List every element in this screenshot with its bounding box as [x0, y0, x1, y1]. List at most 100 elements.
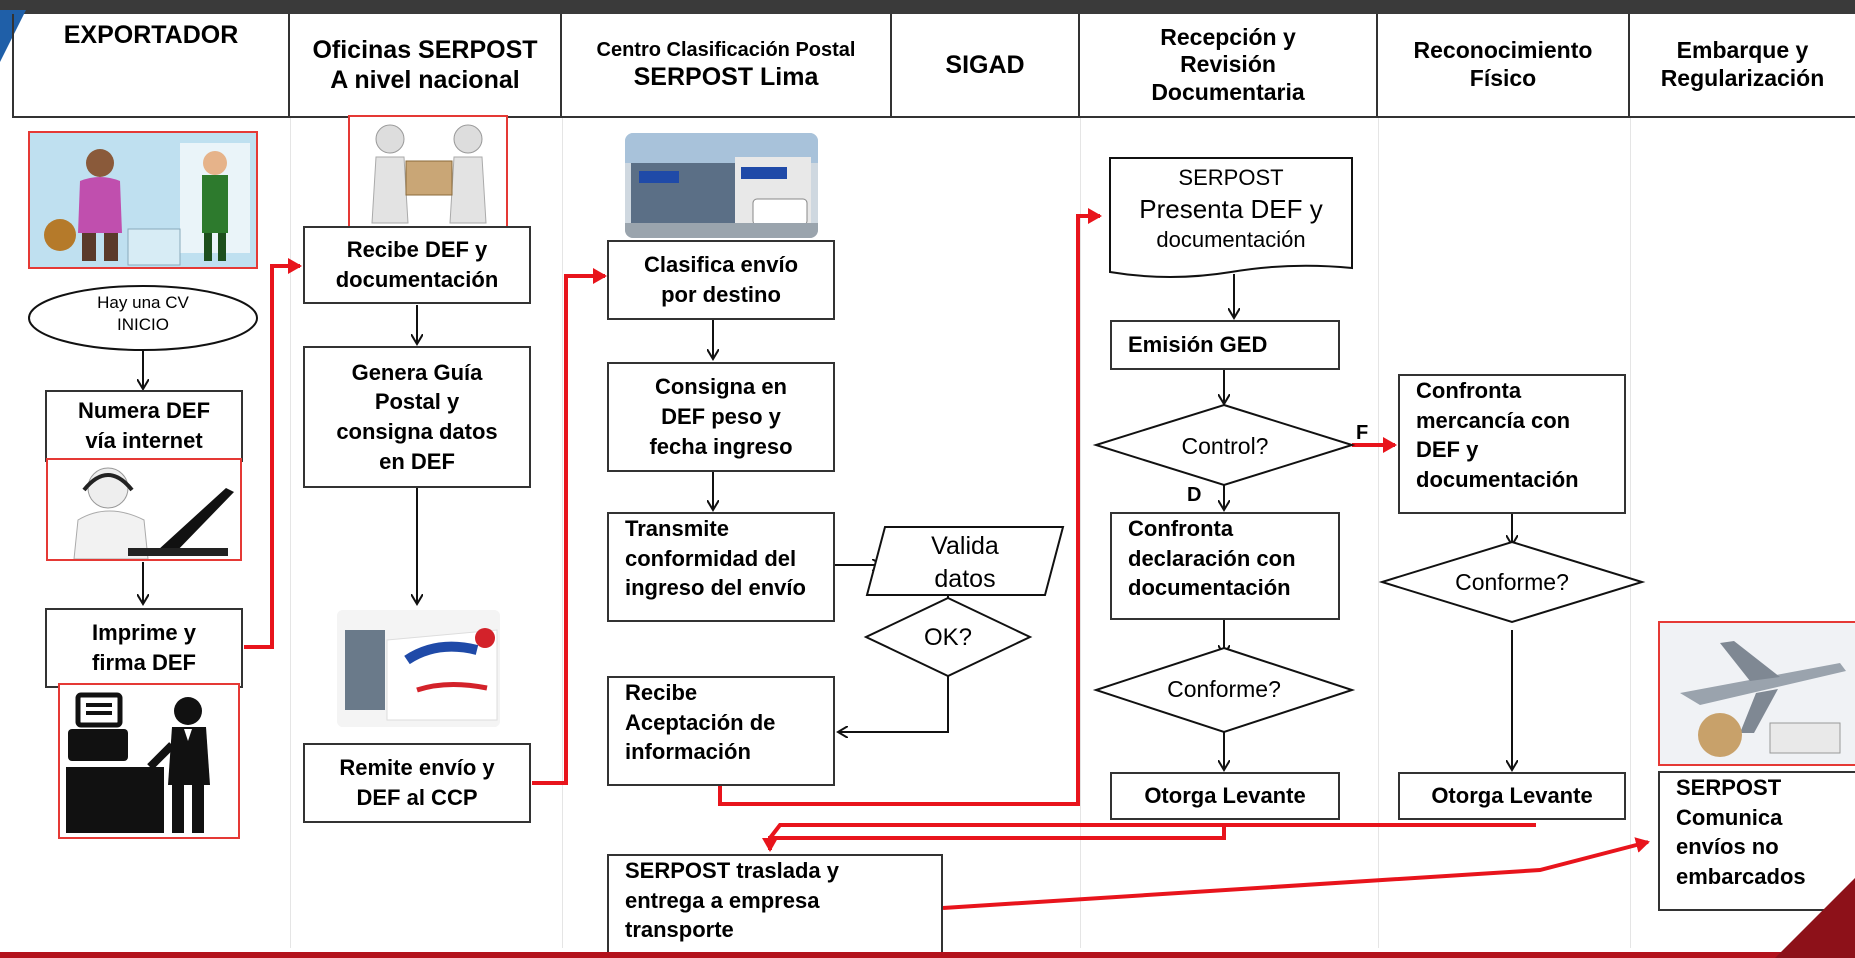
box-line: Clasifica envío [643, 252, 799, 278]
ok-diamond [863, 596, 1033, 678]
box-line: por destino [661, 282, 781, 307]
lane-header-reconocimiento: Reconocimiento Físico [1378, 14, 1630, 118]
lane-title: Reconocimiento [1413, 37, 1593, 64]
lane-subtitle: A nivel nacional [330, 66, 520, 94]
traslada-box: SERPOST traslada y entrega a empresa tra… [607, 854, 943, 954]
emision-ged-box: Emisión GED [1110, 320, 1340, 370]
lane-title: Recepción y [1160, 23, 1296, 50]
box-line: DEF y [1416, 437, 1479, 463]
lane-title: Físico [1469, 65, 1537, 91]
box-line: Postal y [374, 389, 460, 415]
lane-title: Documentaria [1151, 78, 1305, 105]
box-line: envíos no [1676, 834, 1779, 860]
conforme-label-1: Conforme? [1167, 676, 1281, 702]
serpost-van-image [337, 610, 500, 727]
box-line: Confronta [1128, 516, 1234, 541]
top-bar [0, 0, 1855, 14]
box-line: Recibe DEF y [346, 237, 488, 263]
ok-label: OK? [923, 624, 973, 651]
box-line: consigna datos [336, 419, 498, 444]
box-line: Numera DEF [77, 398, 211, 424]
red-arrows [244, 208, 1650, 910]
genera-guia-box: Genera Guía Postal y consigna datos en D… [303, 346, 531, 488]
airplane-icon [1660, 623, 1855, 764]
valida-parallelogram [865, 526, 1065, 596]
box-line: SERPOST traslada y [625, 858, 839, 883]
control-label: Control? [1181, 433, 1269, 459]
box-line: Comunica [1676, 804, 1783, 830]
inicio-line: INICIO [117, 315, 169, 335]
lane-title: Centro Clasificación Postal [596, 39, 856, 61]
lane-header-oficinas: Oficinas SERPOST A nivel nacional [290, 14, 562, 118]
clasifica-box: Clasifica envío por destino [607, 240, 835, 320]
lane-subtitle: SERPOST Lima [633, 63, 819, 91]
lane-title: SIGAD [945, 51, 1025, 79]
box-line: entrega a empresa [625, 887, 820, 913]
people-icon [30, 133, 256, 267]
box-line: SERPOST [1676, 775, 1782, 800]
lane-title: Revisión [1180, 51, 1276, 78]
recibe-aceptacion-box: Recibe Aceptación de información [607, 676, 835, 786]
box-line: DEF al CCP [356, 785, 478, 810]
doc-line: Presenta DEF y [1139, 193, 1323, 224]
numera-def-box: Numera DEF vía internet [45, 390, 243, 462]
people-image [28, 131, 258, 269]
conforme-diamond-1 [1092, 646, 1356, 734]
lane-title: Oficinas SERPOST [312, 36, 538, 64]
lane-divider [562, 118, 563, 948]
black-arrows [143, 274, 1512, 770]
lane-divider [1378, 118, 1379, 948]
bottom-bar [0, 952, 1855, 958]
box-line: ingreso del envío [625, 575, 806, 601]
doc-line: SERPOST [1178, 165, 1284, 190]
comunica-box: SERPOST Comunica envíos no embarcados [1658, 771, 1855, 911]
serpost-van-icon [337, 610, 500, 727]
inicio-line: Hay una CV [97, 293, 189, 312]
lane-title: EXPORTADOR [63, 21, 239, 49]
valida-line: Valida [931, 532, 999, 560]
lane-header-ccp: Centro Clasificación Postal SERPOST Lima [562, 14, 892, 118]
box-line: conformidad del [625, 545, 797, 571]
consigna-box: Consigna en DEF peso y fecha ingreso [607, 362, 835, 472]
lane-header-embarque: Embarque y Regularización [1630, 14, 1855, 118]
building-icon [625, 133, 818, 238]
box-line: documentación [335, 267, 499, 292]
conforme-label-2: Conforme? [1455, 569, 1569, 595]
printer-image [58, 683, 240, 839]
box-line: Confronta [1416, 378, 1522, 403]
box-line: vía internet [85, 428, 203, 453]
box-line: documentación [1416, 467, 1579, 493]
start-ellipse [28, 285, 258, 351]
lane-header-exportador: EXPORTADOR [12, 14, 290, 118]
otorga-levante-box-1: Otorga Levante [1110, 772, 1340, 820]
box-line: firma DEF [92, 650, 196, 675]
otorga-levante-box-2: Otorga Levante [1398, 772, 1626, 820]
box-line: en DEF [379, 448, 455, 474]
lane-header-sigad: SIGAD [892, 14, 1080, 118]
flag-d: D [1187, 484, 1202, 506]
imprime-def-box: Imprime y firma DEF [45, 608, 243, 688]
airplane-image [1658, 621, 1855, 766]
printer-icon [66, 692, 210, 833]
handover-icon [371, 124, 487, 224]
serpost-presenta-label: SERPOST Presenta DEF y documentación [1112, 164, 1350, 255]
box-line: Recibe [625, 680, 698, 705]
headset-icon [73, 467, 234, 559]
box-line: Transmite [625, 516, 729, 541]
box-line: declaración con [1128, 545, 1296, 571]
conforme-diamond-2 [1378, 540, 1646, 624]
control-diamond [1092, 403, 1356, 487]
box-line: Genera Guía [351, 359, 483, 385]
valida-datos-label: Valida datos [890, 530, 1040, 595]
headset-image [46, 458, 242, 561]
valida-line: datos [934, 564, 996, 593]
confronta-mercancia-box: Confronta mercancía con DEF y documentac… [1398, 374, 1626, 514]
lane-title: Embarque y [1676, 37, 1809, 64]
doc-line: documentación [1156, 227, 1306, 253]
lane-divider [290, 118, 291, 948]
box-line: Imprime y [92, 620, 196, 646]
lane-divider [1080, 118, 1081, 948]
recibe-def-box: Recibe DEF y documentación [303, 226, 531, 304]
box-line: mercancía con [1416, 407, 1571, 433]
